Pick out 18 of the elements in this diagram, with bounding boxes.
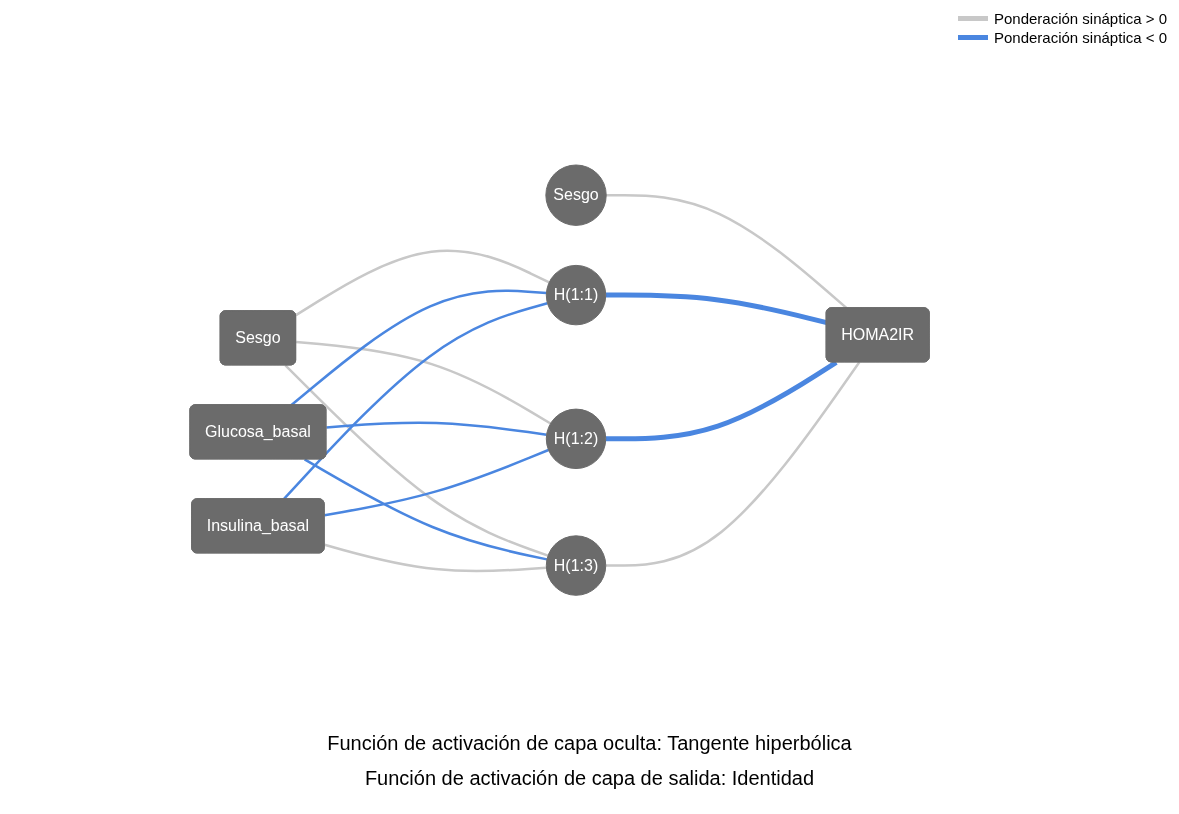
legend-text: Ponderación sináptica > 0 <box>993 10 1167 27</box>
connector <box>606 360 839 442</box>
connector <box>326 421 548 436</box>
connector <box>324 448 550 517</box>
footnote: Función de activación de capa de salida: Identidad <box>363 767 816 790</box>
connector <box>295 249 551 317</box>
connector <box>284 364 549 557</box>
connector <box>324 543 547 573</box>
node-circle: H(1:2) <box>546 408 607 469</box>
node-circle: Sesgo <box>545 164 608 226</box>
connector <box>606 292 828 325</box>
node-circle: H(1:3) <box>546 535 607 596</box>
legend-text: Ponderación sináptica < 0 <box>993 29 1167 46</box>
connector <box>296 340 552 425</box>
connector <box>606 361 861 567</box>
node-circle: H(1:1) <box>546 264 607 326</box>
footnote: Función de activación de capa oculta: Tangente hiperbólica <box>326 732 853 755</box>
connector <box>304 458 548 561</box>
